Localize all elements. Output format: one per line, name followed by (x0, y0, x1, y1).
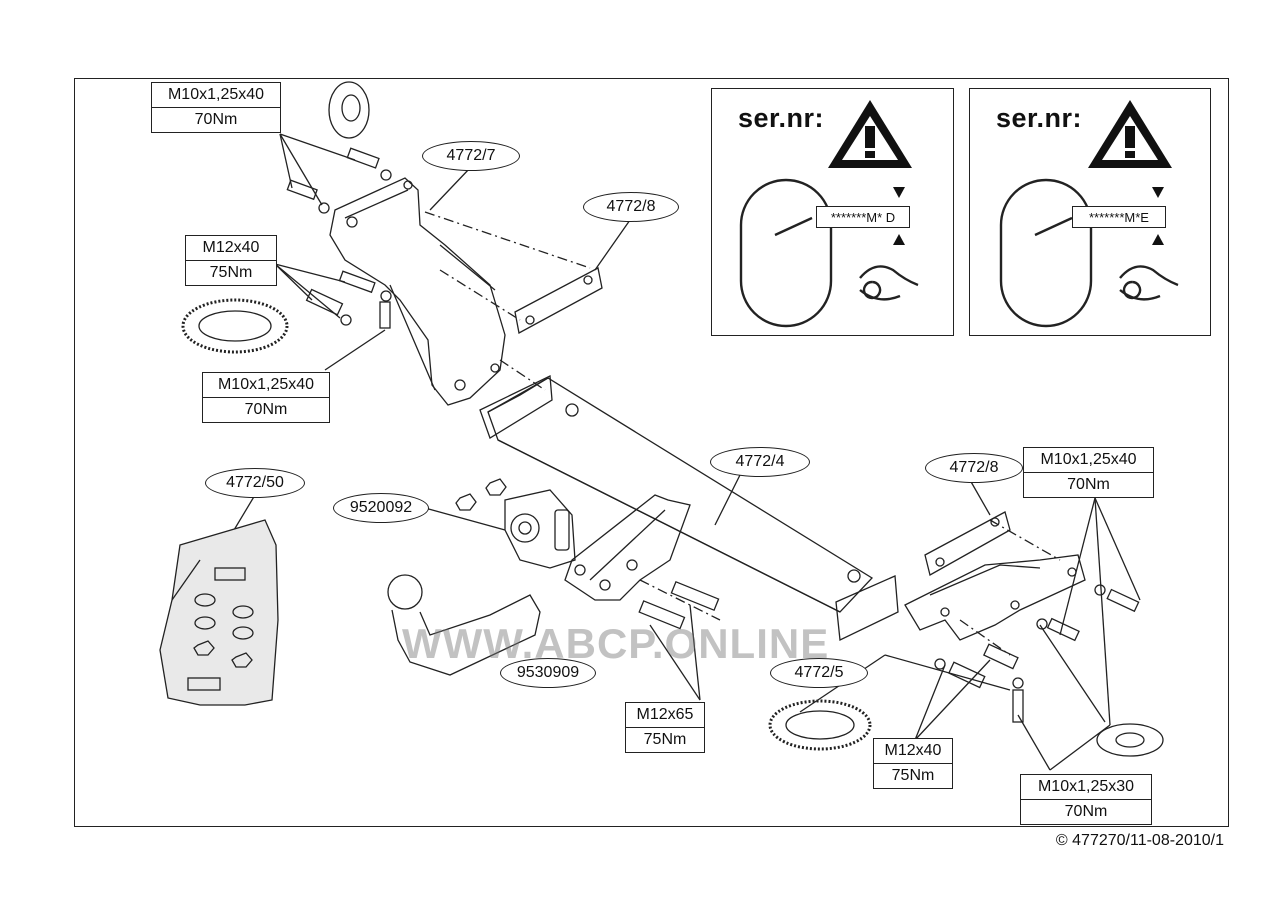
hardware-bag (159, 519, 279, 706)
mid-bracket (564, 494, 691, 601)
part-oval-hardware-kit: 4772/50 (205, 468, 305, 498)
bolt-spec: M10x1,25x40 (203, 373, 329, 398)
part-oval-socket-plate: 9520092 (333, 493, 429, 523)
bolt-spec: M10x1,25x30 (1021, 775, 1151, 800)
bolt-torque: 70Nm (194, 111, 238, 128)
bolts-left (286, 147, 392, 329)
bolts-right (934, 584, 1140, 723)
height-arrows (893, 187, 1164, 245)
bolt-label-far-right-bottom: M10x1,25x30 70Nm (1020, 774, 1152, 825)
bolt-torque: 75Nm (209, 264, 253, 281)
serrated-washer-right (768, 699, 872, 751)
copyright-text: © 477270/11-08-2010/1 (1055, 832, 1224, 849)
socket-plate (504, 489, 576, 569)
flange-washer-bottom (1096, 723, 1164, 757)
bolt-torque: 70Nm (244, 401, 288, 418)
bolt-spec: M10x1,25x40 (152, 83, 280, 108)
serial-panel-title: ser.nr: (738, 103, 825, 133)
bolt-label-top-left: M10x1,25x40 70Nm (151, 82, 281, 133)
bolt-torque: 75Nm (891, 767, 935, 784)
part-oval-crossbar: 4772/4 (710, 447, 810, 477)
tow-ball (387, 574, 541, 676)
bolt-spec: M12x40 (874, 739, 952, 764)
crossbar (487, 377, 874, 613)
bolt-label-right-top: M10x1,25x40 70Nm (1023, 447, 1154, 498)
flange-washer-top (328, 81, 370, 139)
serial-panel-right: ser.nr: *******M*E (969, 88, 1211, 336)
left-plate (514, 267, 603, 334)
serial-panel-title: ser.nr: (996, 103, 1083, 133)
bolt-spec: M10x1,25x40 (1024, 448, 1153, 473)
bolt-spec: M12x65 (626, 703, 704, 728)
bolt-label-mid-left: M12x40 75Nm (185, 235, 277, 286)
left-bracket (329, 177, 506, 406)
bolt-label-lower-left: M10x1,25x40 70Nm (202, 372, 330, 423)
right-plate (924, 511, 1011, 576)
part-oval-left-bracket: 4772/7 (422, 141, 520, 171)
bolt-torque: 70Nm (1067, 476, 1110, 493)
bolt-torque: 70Nm (1064, 803, 1108, 820)
part-oval-left-plate: 4772/8 (583, 192, 679, 222)
bolt-torque: 75Nm (643, 731, 687, 748)
part-oval-right-plate: 4772/8 (925, 453, 1023, 483)
part-oval-tow-ball: 9530909 (500, 658, 596, 688)
serial-panel-left: ser.nr: *******M* D (711, 88, 954, 336)
bolt-label-center-bottom: M12x65 75Nm (625, 702, 705, 753)
serial-code: *******M*E (1072, 206, 1166, 228)
bolt-spec: M12x40 (186, 236, 276, 261)
bolts-center (638, 580, 720, 630)
watermark: WWW.ABCP.ONLINE (402, 620, 830, 667)
serial-code: *******M* D (816, 206, 910, 228)
right-bracket (904, 554, 1086, 641)
diagram-frame (74, 78, 1229, 827)
part-oval-right-bracket: 4772/5 (770, 658, 868, 688)
bolt-label-right-bottom: M12x40 75Nm (873, 738, 953, 789)
warning-icons (828, 100, 1172, 168)
panel-graphics (739, 178, 1179, 328)
serrated-washer-left (181, 298, 289, 354)
